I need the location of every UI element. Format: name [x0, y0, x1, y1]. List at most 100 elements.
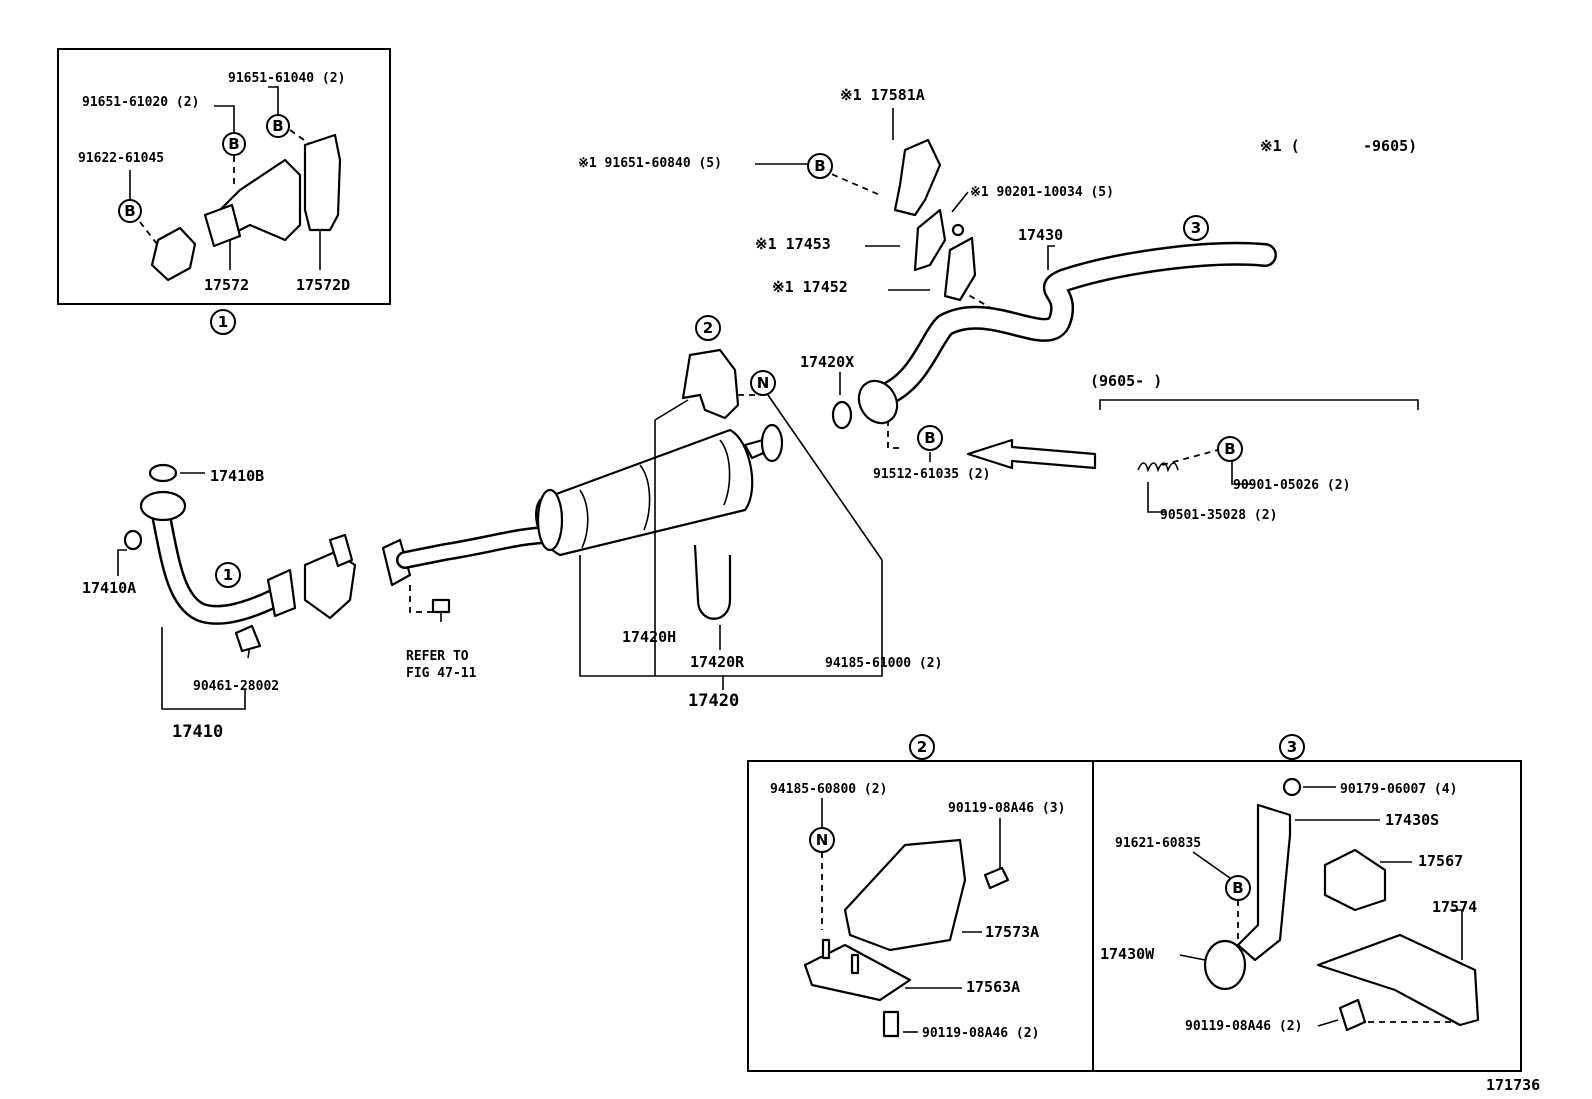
inset-1-frame: [57, 48, 391, 305]
dashed-leader: [821, 169, 881, 196]
dashed-leader: [289, 129, 319, 151]
bracket-17573A-icon: [843, 838, 967, 952]
leader-line: [268, 86, 279, 115]
bolt-b-letter: B: [272, 117, 283, 135]
bolt-b-letter: B: [1224, 440, 1235, 458]
callout-1-icon: [210, 309, 236, 335]
bracket-17453-icon: [913, 208, 947, 272]
bolt-b-letter: B: [1232, 879, 1243, 897]
leader-line: [1317, 1019, 1339, 1027]
part-label-90461-28002: 90461-28002: [193, 679, 279, 694]
bracket-17420: [579, 555, 883, 677]
part-label-90119-08A46-2: 90119-08A46 (2): [922, 1026, 1039, 1041]
part-label-17453: ※1 17453: [755, 235, 831, 253]
leader-line: [1147, 482, 1165, 513]
muffler-band: [719, 439, 731, 506]
nut-n-icon: [750, 370, 776, 396]
leader-line: [161, 627, 206, 710]
inset-3: 3 90179-06007 (4) 17430S 91621-60835 175…: [1092, 734, 1522, 1072]
inset-3-frame: [1092, 760, 1522, 1072]
part-label-90119-08A46-3: 90119-08A46 (3): [948, 801, 1065, 816]
mount-17567-icon: [1323, 848, 1387, 912]
converter-heatshield-icon: [328, 533, 354, 568]
nut-n-letter: N: [757, 374, 770, 392]
leader-line: [654, 399, 689, 421]
note-prefix: ※1 (: [1260, 137, 1300, 155]
part-label-17574: 17574: [1432, 898, 1477, 916]
bolt-b-icon: [118, 199, 142, 223]
nut-n-letter: N: [816, 831, 829, 849]
figure-number: 171736: [1486, 1076, 1540, 1094]
muffler-hanger-icon: [681, 348, 740, 420]
leader-line: [214, 105, 235, 132]
bolt-icon: [983, 866, 1010, 890]
part-label-91622-61045: 91622-61045: [78, 151, 164, 166]
bolt-head-icon: [431, 598, 451, 614]
part-label-17410A: 17410A: [82, 579, 136, 597]
part-label-91621-60835: 91621-60835: [1115, 836, 1201, 851]
part-label-17420R: 17420R: [690, 653, 745, 671]
muffler-band: [639, 464, 651, 531]
tailpipe-group: ※1 17581A ※1 91651-60840 (5) ※1 90201-10…: [578, 86, 1419, 523]
inset-2: 2 94185-60800 (2) 90119-08A46 (3) 17573A…: [747, 734, 1094, 1072]
spring-icon: [1137, 462, 1179, 473]
inset-1: 91651-61040 (2) 91651-61020 (2) 91622-61…: [57, 48, 391, 335]
front-pipe-fill: [152, 502, 283, 623]
outlet-flange-icon: [760, 423, 784, 463]
part-label-17572: 17572: [204, 276, 249, 294]
clamp-17430W-icon: [1203, 939, 1247, 991]
part-label-17430: 17430: [1018, 226, 1063, 244]
part-label-91651-61040: 91651-61040 (2): [228, 71, 345, 86]
part-label-17430W: 17430W: [1100, 945, 1155, 963]
callout-3-icon: [1279, 734, 1305, 760]
part-label-91512-61035: 91512-61035 (2): [873, 467, 990, 482]
part-label-17563A: 17563A: [966, 978, 1020, 996]
part-label-90201-10034: ※1 90201-10034 (5): [970, 185, 1114, 200]
stud-icon: [850, 953, 860, 975]
part-label-90119-08A46: 90119-08A46 (2): [1185, 1019, 1302, 1034]
refer-text-line1: REFER TO: [406, 649, 469, 664]
callout-number: 3: [1287, 738, 1297, 756]
tailpipe-flange-icon: [857, 379, 899, 425]
leader-line: [1231, 462, 1252, 485]
part-label-91651-61020: 91651-61020 (2): [82, 95, 199, 110]
gasket-17420X-icon: [831, 400, 853, 430]
bolt-b-letter: B: [228, 135, 239, 153]
hanger-bracket-icon: [303, 133, 342, 232]
bolt-90119-icon: [882, 1010, 900, 1038]
bolt-b-letter: B: [814, 157, 825, 175]
u-clamp-17420R-icon: [693, 544, 732, 620]
dashed-leader: [409, 585, 433, 613]
muffler-body-icon: [535, 428, 754, 557]
callout-number: 2: [703, 319, 713, 337]
part-label-94185-61000: 94185-61000 (2): [825, 656, 942, 671]
clamp-icon: [150, 226, 197, 282]
leader-line: [1192, 851, 1231, 879]
front-flange-icon: [139, 490, 187, 522]
pipe-flange-icon: [266, 568, 297, 618]
main-exhaust: 17410B 17410A 90461-28002 17410 REFER TO…: [82, 315, 942, 742]
callout-1-icon: [215, 562, 241, 588]
leader-line: [1047, 245, 1055, 270]
part-label-94185-60800: 94185-60800 (2): [770, 782, 887, 797]
bracket-date-label: (9605- ): [1090, 372, 1162, 390]
hanger-strap-17430S-icon: [1236, 803, 1292, 962]
tailpipe-fill: [875, 244, 1275, 405]
bolt-b-icon: [917, 425, 943, 451]
part-label-17567: 17567: [1418, 852, 1463, 870]
callout-number: 1: [218, 313, 228, 331]
callout-number: 2: [917, 738, 927, 756]
part-label-17430S: 17430S: [1385, 811, 1439, 829]
refer-text-line2: FIG 47-11: [406, 666, 477, 681]
part-label-17581A: ※1 17581A: [840, 86, 925, 104]
callout-3-icon: [1183, 215, 1209, 241]
part-label-17410B: 17410B: [210, 467, 264, 485]
bolt-b-icon: [222, 132, 246, 156]
callout-number: 3: [1191, 219, 1201, 237]
part-label-90901-05026: 90901-05026 (2): [1233, 478, 1350, 493]
part-label-91651-60840: ※1 91651-60840 (5): [578, 156, 722, 171]
direction-arrow-icon: [966, 438, 1097, 470]
leader-line: [951, 191, 969, 213]
nut-90179-icon: [1282, 777, 1302, 797]
